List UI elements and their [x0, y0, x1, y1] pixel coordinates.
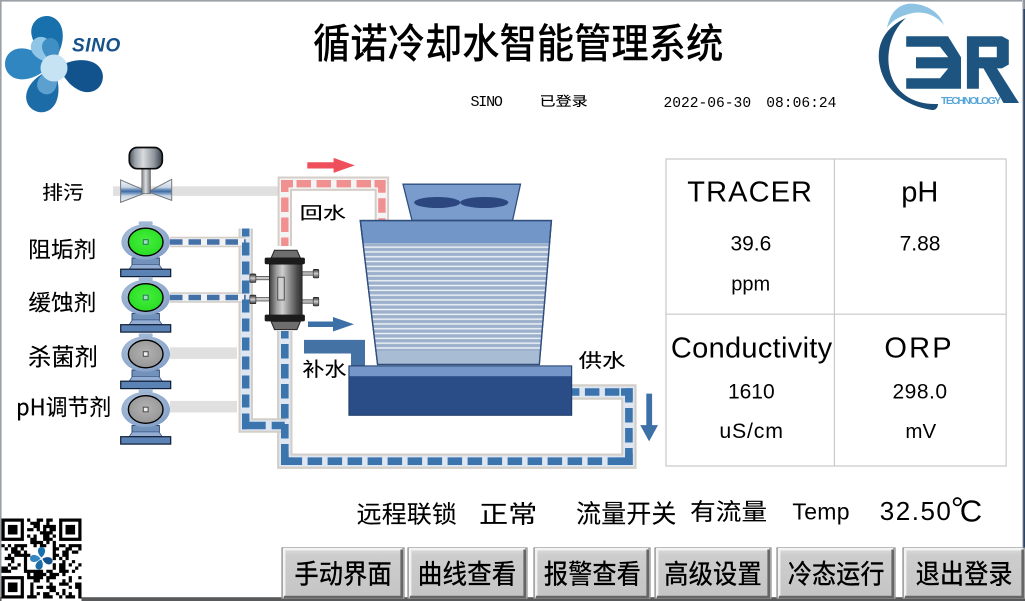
svg-text:7.88: 7.88 — [900, 233, 941, 256]
svg-text:TRACER: TRACER — [687, 177, 813, 209]
svg-text:298.0: 298.0 — [892, 381, 947, 404]
svg-text:32.50: 32.50 — [880, 496, 953, 526]
svg-text:ORP: ORP — [884, 332, 953, 364]
svg-text:2022-06-30: 2022-06-30 — [664, 96, 752, 112]
svg-text:TECHNOLOGY: TECHNOLOGY — [941, 95, 1001, 107]
svg-text:SINO: SINO — [72, 36, 121, 57]
svg-text:ppm: ppm — [731, 273, 770, 295]
svg-text:39.6: 39.6 — [730, 232, 771, 255]
svg-text:1610: 1610 — [728, 381, 775, 404]
svg-text:C: C — [960, 494, 982, 529]
svg-text:uS/cm: uS/cm — [719, 419, 783, 443]
svg-text:SINO: SINO — [471, 94, 503, 111]
svg-text:08:06:24: 08:06:24 — [766, 96, 836, 112]
svg-text:mV: mV — [905, 420, 936, 443]
svg-text:pH: pH — [901, 177, 938, 209]
svg-text:Conductivity: Conductivity — [671, 332, 833, 364]
svg-text:Temp: Temp — [792, 498, 849, 524]
